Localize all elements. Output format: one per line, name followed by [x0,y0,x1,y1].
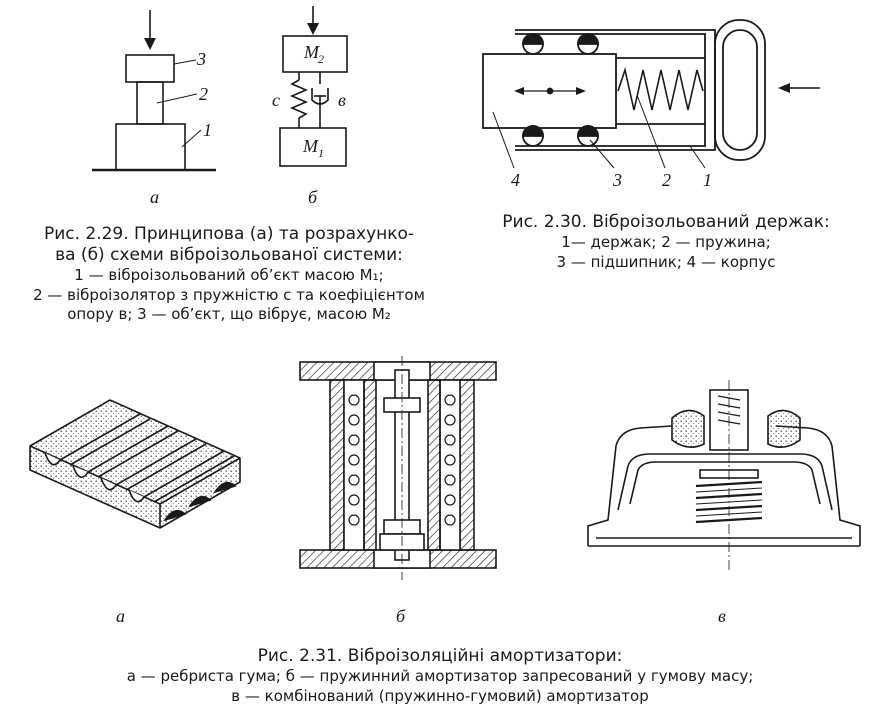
fig-2-29-caption-line2: ва (б) схеми віброізольованої системи: [55,245,403,265]
fig-2-29-caption-line3: 1 — віброізольований об’єкт масою M₁; [74,266,384,284]
fig-2-29b-m2-sub: 2 [318,52,324,66]
fig-2-30-caption-line1: Рис. 2.30. Віброізольований держак: [502,212,830,232]
fig-2-30-caption-line2: 1— держак; 2 — пружина; [561,233,771,251]
fig-2-30-label-3: 3 [612,170,622,190]
fig-2-31a-diagram [29,399,241,529]
fig-2-29-caption-line1: Рис. 2.29. Принципова (а) та розрахунко- [43,224,415,244]
fig-2-30-label-2: 2 [662,170,671,190]
fig-2-31-caption-line1: Рис. 2.31. Віброізоляційні амортизатори: [257,646,623,666]
fig-2-31-sub-a: а [116,606,125,626]
fig-2-31v-diagram [587,380,861,572]
fig-2-29b-m1-sub: 1 [318,146,324,160]
fig-2-31-caption-line3: в — комбінований (пружинно-гумовий) амор… [231,686,649,705]
fig-2-29-sub-a: а [150,187,159,207]
fig-2-29a-label-1: 1 [203,120,212,140]
fig-2-29a-label-2: 2 [199,84,208,104]
fig-2-30-caption-line3: 3 — підшипник; 4 — корпус [556,252,776,271]
fig-2-31-sub-b: б [396,606,406,626]
fig-2-29-sub-b: б [308,187,318,207]
fig-2-29b-diagram [279,6,348,167]
fig-2-30-diagram [482,19,820,169]
fig-2-29a-diagram [92,10,216,172]
fig-2-29b-label-v: в [338,90,346,110]
fig-2-29a-label-3: 3 [196,49,206,69]
fig-2-30-caption: Рис. 2.30. Віброізольований держак: 1— д… [476,212,856,272]
fig-2-31-caption-line2: а — ребриста гума; б — пружинний амортиз… [126,667,754,685]
fig-2-29b-m2: M [303,42,320,62]
fig-2-29b-m1: M [302,136,319,156]
fig-2-31-caption: Рис. 2.31. Віброізоляційні амортизатори:… [40,646,840,706]
fig-2-29-caption: Рис. 2.29. Принципова (а) та розрахунко-… [14,224,444,325]
fig-2-30-label-1: 1 [703,170,712,190]
fig-2-29b-label-c: c [272,90,280,110]
fig-2-29-caption-line4: 2 — віброізолятор з пружністю c та коефі… [33,285,425,304]
fig-2-30-label-4: 4 [511,170,520,190]
fig-2-31b-diagram [299,356,497,580]
fig-2-29-caption-line5: опору в; 3 — об’єкт, що вібрує, масою M₂ [67,305,391,323]
fig-2-31-sub-v: в [718,606,726,626]
